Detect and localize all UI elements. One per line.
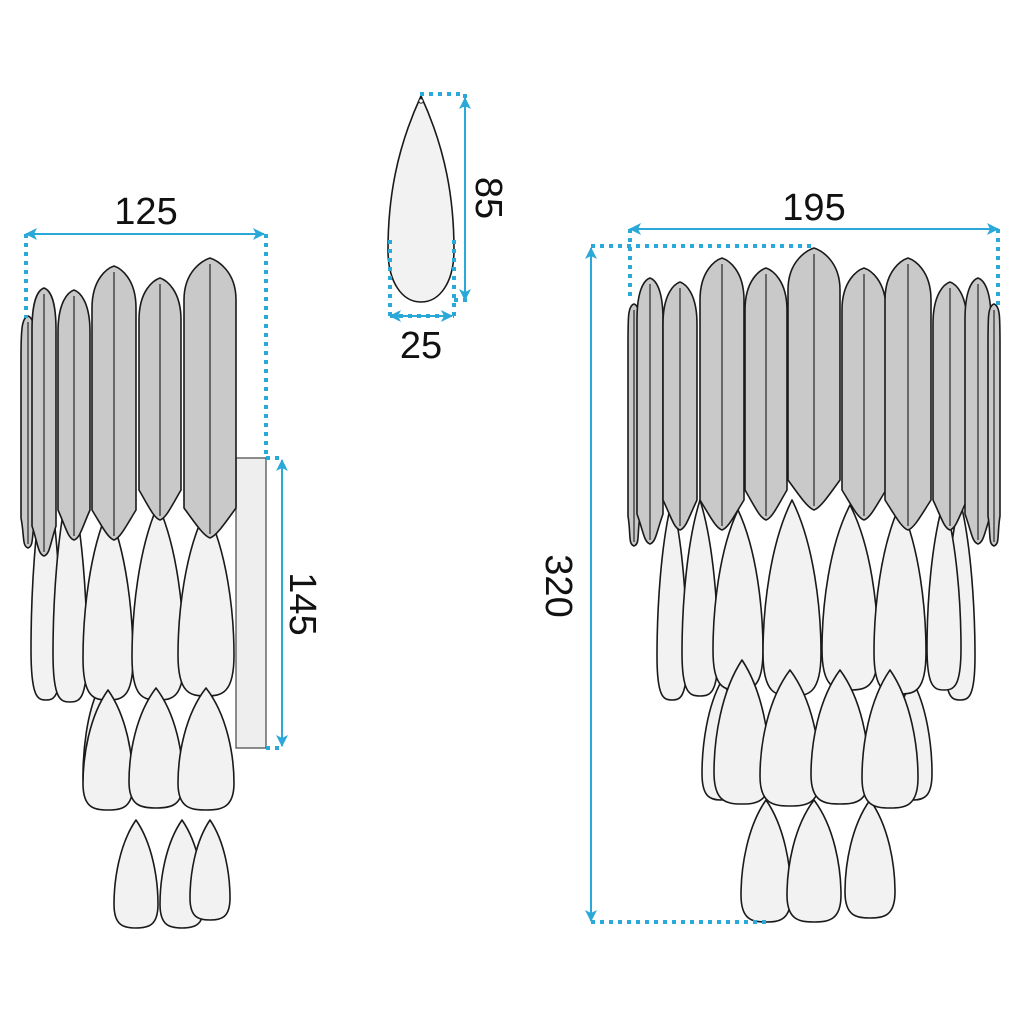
crystal-drop <box>177 687 235 811</box>
wall-mount-plate <box>235 457 267 749</box>
crystal-drop <box>82 689 134 811</box>
drop-hanging-hole <box>418 98 424 104</box>
drop-width-guides <box>388 240 456 318</box>
crystal-drop <box>861 669 919 809</box>
crystal-drop <box>821 504 879 691</box>
crystal-drop <box>712 509 764 691</box>
crystal-drop <box>189 819 231 921</box>
crystal-drop <box>113 819 159 929</box>
crystal-drop <box>131 504 185 701</box>
drop-height-label: 85 <box>467 177 509 219</box>
crystal-drop <box>873 504 927 695</box>
dimension-annotations <box>24 92 1000 924</box>
wall-lamp-width-guides <box>24 234 268 458</box>
wall-plate-height-guides <box>266 456 284 750</box>
crystal-drop <box>926 499 962 691</box>
crystal-drop <box>681 499 719 697</box>
crystal-drop <box>810 669 870 805</box>
wall-lamp-crystal-drops <box>30 469 235 929</box>
crystal-drop <box>128 687 184 809</box>
crystal-drop <box>740 799 792 923</box>
ceiling-lamp-width-label: 195 <box>782 187 845 229</box>
drop-width-label: 25 <box>400 325 442 367</box>
ceiling-lamp <box>627 247 1001 923</box>
crystal-drop <box>786 799 842 923</box>
wall-lamp-shade <box>20 257 237 557</box>
drop-height-guides <box>420 92 468 302</box>
single-crystal-drop <box>387 95 455 303</box>
ceiling-lamp-crystal-drops <box>656 499 976 923</box>
crystal-drop <box>762 499 822 697</box>
wall-lamp-width-label: 125 <box>114 191 177 233</box>
ceiling-lamp-shade <box>627 247 1001 547</box>
ceiling-lamp-width-guides <box>628 229 1000 306</box>
crystal-drop <box>844 799 896 919</box>
ceiling-lamp-height-label: 320 <box>537 554 579 617</box>
wall-lamp <box>20 257 267 929</box>
crystal-drop <box>82 509 134 701</box>
crystal-drop-shape <box>387 95 455 303</box>
ceiling-lamp-height-guides <box>591 244 812 924</box>
crystal-drop <box>177 509 235 697</box>
wall-plate-height-label: 145 <box>281 572 323 635</box>
